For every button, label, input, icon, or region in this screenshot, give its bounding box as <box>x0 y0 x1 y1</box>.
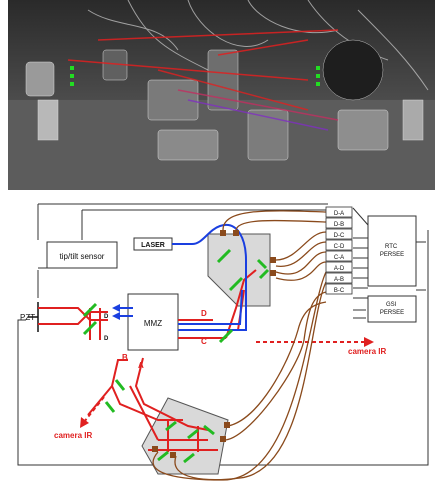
beam-label-c: C <box>201 337 207 346</box>
camera-ir-right-label: camera IR <box>348 347 386 356</box>
rtc-label-line1: RTC <box>385 244 398 250</box>
laser-label: LASER <box>141 242 165 249</box>
beam-label-a: A <box>138 361 144 370</box>
detector-label-1: D-A <box>334 211 344 217</box>
camera-ir-left-label: camera IR <box>54 431 92 440</box>
detector-label-2: D-B <box>334 222 344 228</box>
tiptilt-sensor-label: tip/tilt sensor <box>60 252 105 261</box>
gsi-label-line2: PERSEE <box>380 310 404 316</box>
lab-photo <box>8 0 435 190</box>
detector-label-8: B-C <box>334 288 345 294</box>
detector-label-3: D-C <box>334 233 345 239</box>
gsi-box <box>368 296 416 322</box>
rtc-box <box>368 216 416 286</box>
figure: tip/tilt sensor LASER MMZ PZT <box>8 0 435 485</box>
beam-label-d-small: D <box>104 336 109 342</box>
gsi-label-line1: GSI <box>386 302 397 308</box>
beam-label-b-small: D <box>104 314 109 320</box>
detector-label-4: C-D <box>334 244 345 250</box>
detector-label-6: A-D <box>334 266 345 272</box>
rtc-label-line2: PERSEE <box>380 252 404 258</box>
beam-label-b: B <box>122 353 128 362</box>
mmz-label: MMZ <box>144 319 162 328</box>
detector-label-5: C-A <box>334 255 344 261</box>
schematic: tip/tilt sensor LASER MMZ PZT <box>8 190 435 485</box>
beam-label-d: D <box>201 309 207 318</box>
detector-label-7: A-B <box>334 277 344 283</box>
